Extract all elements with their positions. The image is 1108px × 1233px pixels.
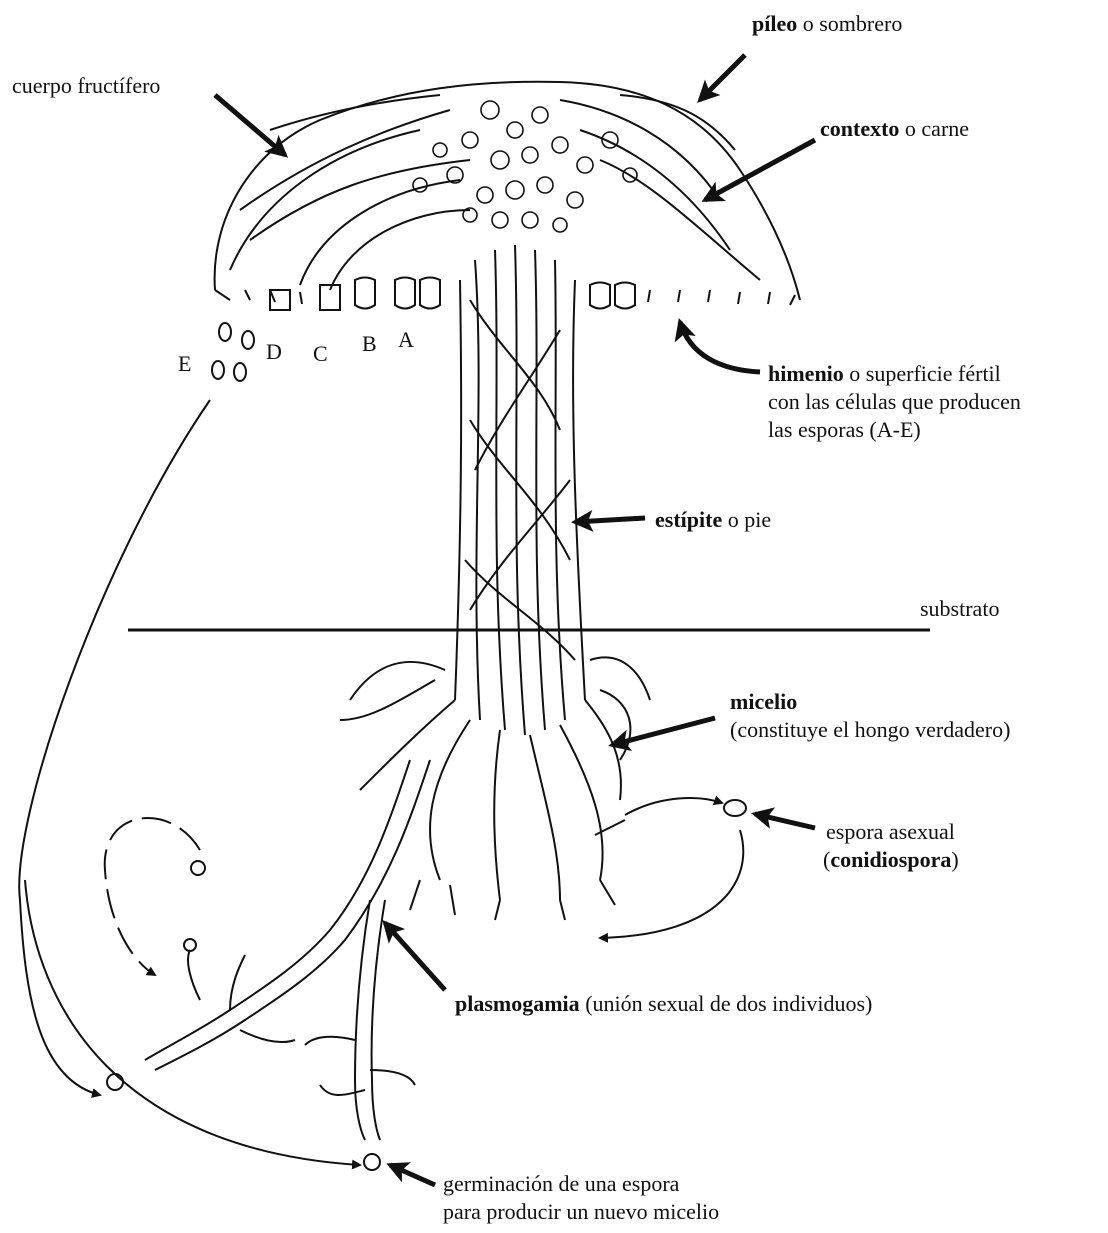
arrow-estipite (575, 518, 645, 522)
label-espora-close: ) (951, 847, 958, 872)
label-espora-bold: conidiospora (830, 847, 951, 872)
label-plasmogamia: plasmogamia (unión sexual de dos individ… (455, 990, 872, 1018)
arrow-himenio (680, 322, 760, 372)
label-contexto-rest: o carne (899, 116, 969, 141)
arrow-plasmogamia (385, 923, 445, 990)
label-espora-asexual: espora asexual (conidiospora) (823, 818, 959, 874)
stipe (455, 245, 585, 735)
arrow-germinacion (390, 1165, 435, 1185)
spores (107, 323, 746, 1170)
cycle-paths (19, 400, 743, 1165)
spore-letter-d: D (266, 340, 282, 364)
mycelium (340, 657, 650, 920)
label-contexto-bold: contexto (820, 116, 899, 141)
spore-letter-b: B (362, 332, 377, 356)
label-pileo: píleo o sombrero (752, 10, 902, 38)
arrow-pileo (700, 55, 745, 100)
spore-letter-c: C (313, 342, 328, 366)
spore-letter-e: E (178, 352, 191, 376)
label-plasmogamia-rest: (unión sexual de dos individuos) (580, 991, 873, 1016)
label-germinacion: germinación de una espora para producir … (443, 1170, 719, 1226)
label-germinacion-line2: para producir un nuevo micelio (443, 1198, 719, 1226)
label-cuerpo-fructifero: cuerpo fructífero (12, 72, 160, 100)
arrow-contexto (705, 140, 815, 200)
label-germinacion-line1: germinación de una espora (443, 1170, 719, 1198)
arrow-micelio (612, 718, 715, 745)
label-himenio-rest: o superficie fértil (844, 361, 1001, 386)
arrow-cuerpo (215, 95, 285, 155)
label-estipite-rest: o pie (722, 507, 771, 532)
label-pileo-rest: o sombrero (797, 11, 902, 36)
label-micelio: micelio (constituye el hongo verdadero) (730, 688, 1010, 744)
label-contexto: contexto o carne (820, 115, 969, 143)
label-estipite: estípite o pie (655, 506, 771, 534)
label-himenio-bold: himenio (768, 361, 844, 386)
label-pileo-bold: píleo (752, 11, 797, 36)
label-himenio: himenio o superficie fértil con las célu… (768, 360, 1021, 444)
label-plasmogamia-bold: plasmogamia (455, 991, 580, 1016)
spore-letter-a: A (398, 328, 414, 352)
label-micelio-line2: (constituye el hongo verdadero) (730, 716, 1010, 744)
label-micelio-bold: micelio (730, 689, 797, 714)
label-himenio-line2: con las células que producen (768, 388, 1021, 416)
arrow-espora (755, 814, 815, 828)
label-espora-line1: espora asexual (823, 818, 959, 846)
label-himenio-line3: las esporas (A-E) (768, 416, 1021, 444)
label-estipite-bold: estípite (655, 507, 722, 532)
label-substrato: substrato (920, 595, 999, 623)
